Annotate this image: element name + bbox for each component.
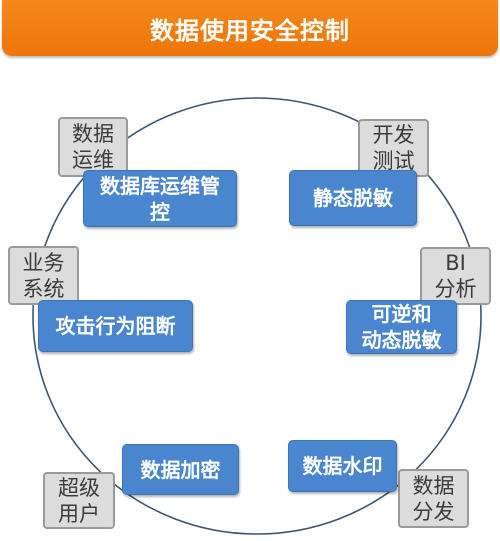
control-attack-blocking: 攻击行为阻断 xyxy=(38,300,193,352)
ring-circle xyxy=(32,97,482,535)
control-encryption: 数据加密 xyxy=(122,444,239,495)
control-static-masking-label: 静态脱敏 xyxy=(313,186,393,210)
control-static-masking: 静态脱敏 xyxy=(289,170,417,226)
control-watermark-label: 数据水印 xyxy=(302,454,383,478)
role-data-ops: 数据 运维 xyxy=(58,117,128,177)
title-banner: 数据使用安全控制 xyxy=(2,0,498,56)
role-bi-analysis-label: BI 分析 xyxy=(434,251,477,301)
role-dev-test-label: 开发 测试 xyxy=(372,123,415,173)
control-reversible-masking-label: 可逆和 动态脱敏 xyxy=(361,302,442,352)
role-business-system-label: 业务 系统 xyxy=(22,250,65,301)
page-title: 数据使用安全控制 xyxy=(150,16,350,45)
control-attack-blocking-label: 攻击行为阻断 xyxy=(55,314,176,338)
control-db-ops: 数据库运维管 控 xyxy=(83,170,237,227)
control-encryption-label: 数据加密 xyxy=(140,457,221,482)
control-db-ops-label: 数据库运维管 控 xyxy=(100,173,220,224)
role-data-distribution-label: 数据 分发 xyxy=(412,473,455,524)
control-reversible-masking: 可逆和 动态脱敏 xyxy=(346,300,457,354)
role-data-distribution: 数据 分发 xyxy=(398,469,469,528)
role-dev-test: 开发 测试 xyxy=(358,119,429,177)
role-data-ops-label: 数据 运维 xyxy=(72,122,114,172)
role-super-user-label: 超级 用户 xyxy=(58,475,100,526)
role-bi-analysis: BI 分析 xyxy=(420,247,491,305)
role-business-system: 业务 系统 xyxy=(8,246,79,305)
role-super-user: 超级 用户 xyxy=(43,472,115,529)
control-watermark: 数据水印 xyxy=(288,440,397,492)
